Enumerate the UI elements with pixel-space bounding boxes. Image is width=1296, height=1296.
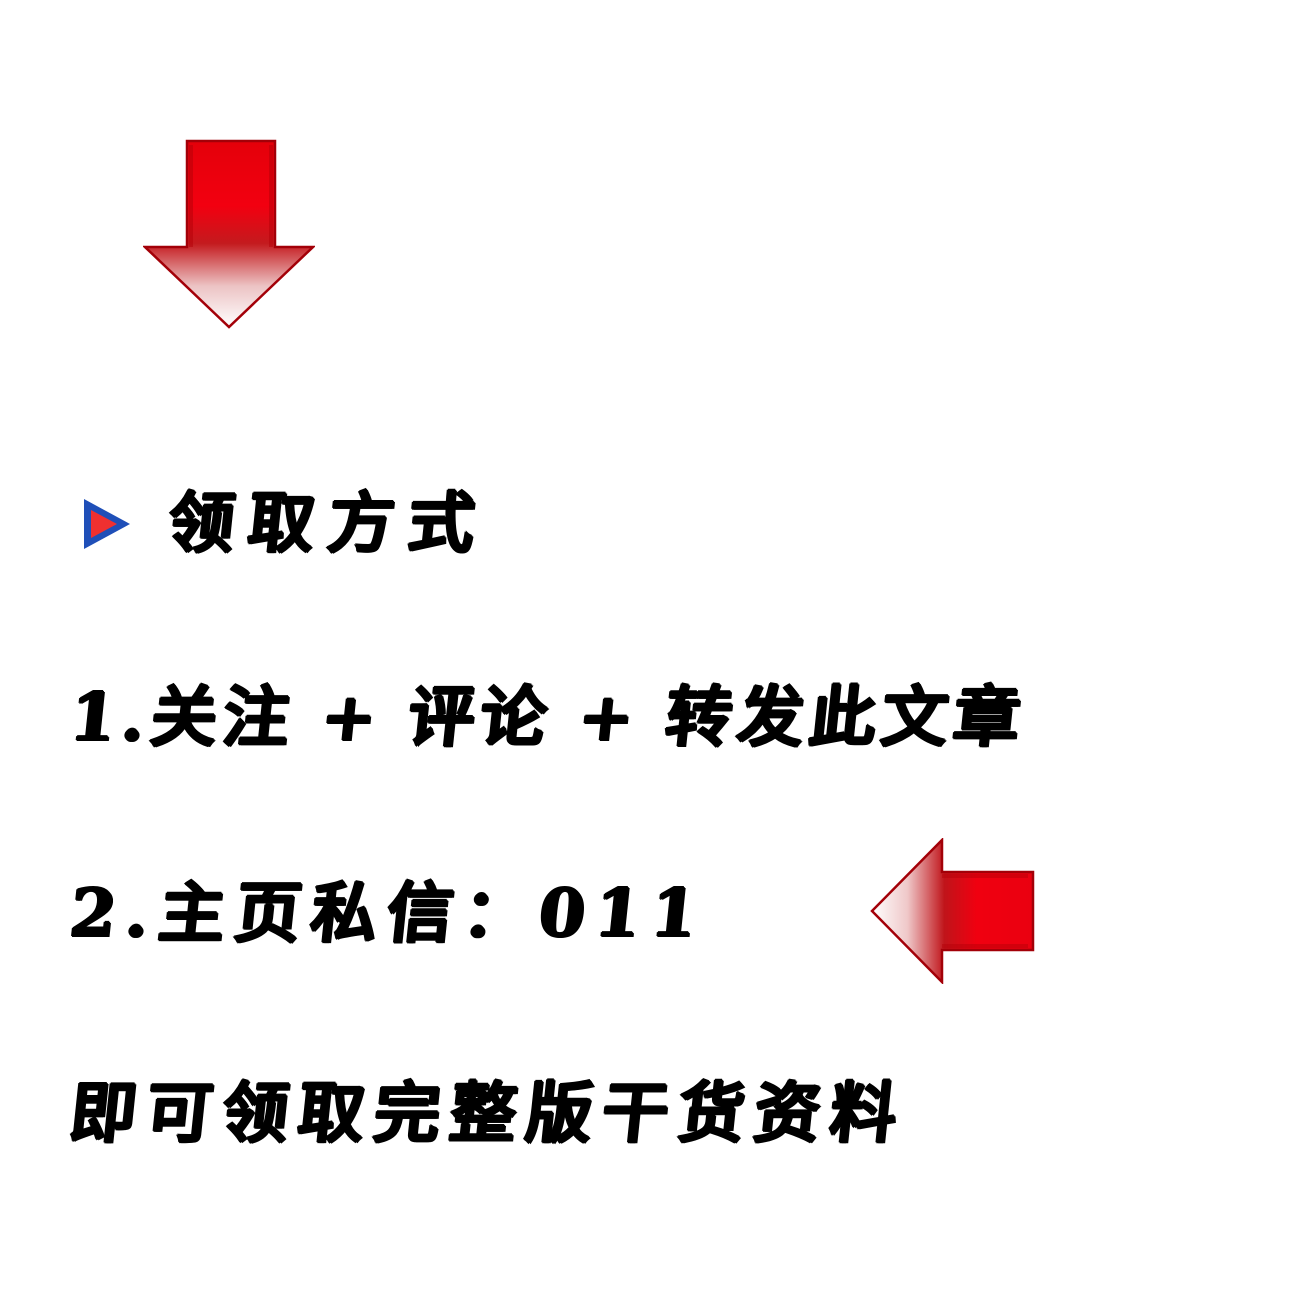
step-2-code: 011 <box>534 874 711 952</box>
step-1-comment: 评论 <box>404 678 557 756</box>
step-1-prefix: 1. <box>65 678 156 756</box>
step-2-prefix: 2. <box>65 874 164 952</box>
step-2: 2.主页私信：011 <box>65 868 711 958</box>
step-1-share: 转发此文章 <box>661 678 1030 756</box>
section-heading: 领取方式 <box>163 484 493 562</box>
step-1-follow: 关注 <box>146 678 300 756</box>
red-down-arrow-icon <box>143 139 315 329</box>
footer-text: 即可领取完整版干货资料 <box>65 1074 911 1152</box>
plus-sign: + <box>316 678 387 756</box>
triangle-bullet-icon <box>84 499 130 549</box>
step-2-text: 主页私信： <box>154 874 544 952</box>
red-left-arrow-icon <box>870 838 1035 984</box>
plus-sign: + <box>574 678 644 756</box>
step-1: 1.关注+评论+转发此文章 <box>65 672 1030 762</box>
